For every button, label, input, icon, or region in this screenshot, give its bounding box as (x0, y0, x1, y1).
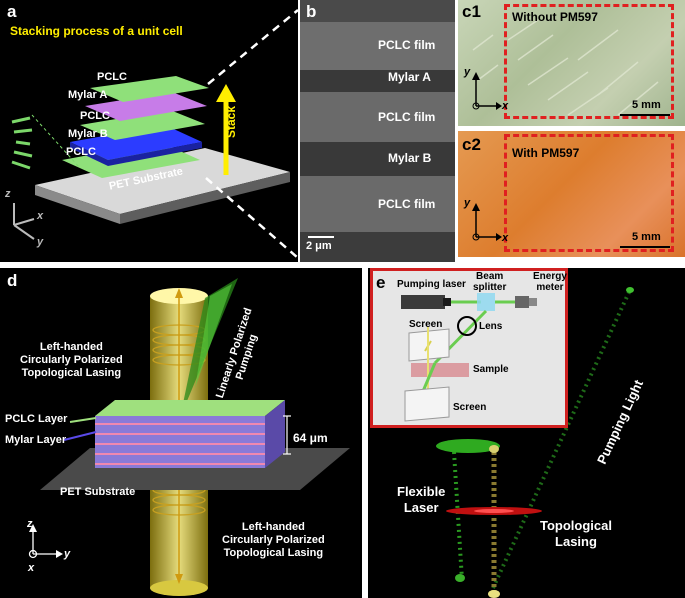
c2-axis-x: x (502, 232, 509, 244)
energy-meter-label: Energy meter (533, 271, 567, 293)
beam-splitter-label: Beam splitter (473, 271, 507, 293)
panel-c1-label: c1 (462, 2, 481, 21)
panel-a: a Stacking process of a unit cell PCLC M… (0, 0, 298, 262)
stack-label: Stack (224, 105, 238, 138)
c2-dashed-box (504, 134, 674, 252)
lens-label: Lens (479, 321, 503, 332)
layer-label-mylar-a: Mylar A (68, 89, 108, 101)
panel-d-axis-z: z (27, 518, 33, 530)
sem-label-pclc-3: PCLC film (378, 197, 436, 211)
layer-label-pclc-3: PCLC (66, 146, 96, 158)
flexible-laser-beam (452, 451, 464, 581)
panel-e: Pumping laser Beam splitter Energy meter… (368, 268, 685, 598)
c1-axis-x: x (502, 100, 509, 112)
c2-axes (472, 203, 502, 241)
bottom-lasing-label: Left-handed Circularly Polarized Topolog… (222, 521, 325, 559)
c2-axis-y: y (464, 197, 471, 209)
c1-scale-label: 5 mm (632, 99, 661, 111)
pumping-laser-icon (401, 295, 445, 309)
setup-inset: Pumping laser Beam splitter Energy meter… (370, 268, 568, 428)
panel-b-scale-bar (308, 236, 334, 238)
panel-b-scale-label: 2 μm (306, 240, 332, 252)
sem-band-pclc-3 (300, 176, 455, 232)
topological-lasing-label: Topological Lasing (540, 518, 612, 549)
layer-pclc-middle (80, 110, 205, 140)
layer-label-pclc-1: PCLC (97, 71, 127, 83)
sem-band-pclc-1 (300, 22, 455, 70)
mylar-layer-label: Mylar Layer (5, 434, 67, 446)
c1-texture (472, 19, 659, 116)
layer-stack (95, 400, 285, 468)
flexible-laser-spot (436, 439, 500, 453)
c1-axis-y: y (464, 66, 471, 78)
setup-diagram (401, 293, 537, 422)
c2-scale-label: 5 mm (632, 231, 661, 243)
sem-band-mylar-b (300, 142, 455, 176)
panel-a-axes (13, 203, 35, 240)
pclc-layer-label: PCLC Layer (5, 413, 68, 425)
sample-label: Sample (473, 364, 509, 375)
panel-d-axis-x: x (28, 562, 35, 574)
c1-scale-bar (620, 114, 670, 116)
helix-icon (11, 116, 33, 170)
c2-scale-bar (620, 246, 670, 248)
panel-a-axis-x: x (37, 210, 44, 222)
panel-a-label: a (7, 2, 17, 21)
panel-d: d Left-handed Circularly Polarized Topol… (0, 268, 362, 598)
panel-d-illustration (28, 278, 350, 596)
panel-e-photo (436, 287, 634, 598)
layer-mylar-a (85, 92, 207, 121)
layer-label-pclc-2: PCLC (80, 110, 110, 122)
sem-label-pclc-2: PCLC film (378, 110, 436, 124)
c2-caption: With PM597 (512, 146, 580, 160)
pumping-laser-label: Pumping laser (397, 279, 466, 290)
pumping-light-beam (491, 289, 632, 589)
c1-dashed-box (504, 4, 674, 119)
sem-label-pclc-1: PCLC film (378, 38, 436, 52)
layer-pclc-top (90, 76, 209, 102)
panel-d-label: d (7, 271, 18, 290)
pet-substrate-d-label: PET Substrate (60, 486, 136, 498)
top-lasing-label: Left-handed Circularly Polarized Topolog… (20, 341, 123, 379)
panel-c2-label: c2 (462, 135, 481, 154)
panel-a-title: Stacking process of a unit cell (10, 24, 183, 38)
panel-a-axis-z: z (5, 188, 11, 200)
thickness-label: 64 μm (293, 431, 328, 445)
energy-meter-icon (515, 296, 529, 308)
panel-b: b PCLC film Mylar A PCLC film Mylar B PC… (300, 0, 455, 262)
screen-bottom-icon (404, 386, 450, 422)
panel-e-label: e (376, 273, 386, 292)
c1-axes (472, 72, 502, 110)
sem-band-pclc-2 (300, 92, 455, 142)
panel-c1: c1 Without PM597 5 mm y x (458, 0, 685, 126)
panel-a-axis-y: y (37, 236, 44, 248)
screen-top-label: Screen (409, 319, 443, 330)
flexible-laser-label: Flexible Laser (397, 484, 446, 515)
panel-d-axis-y: y (64, 548, 71, 560)
layer-label-mylar-b: Mylar B (68, 128, 108, 140)
lens-icon (457, 316, 477, 336)
sample-icon (411, 363, 469, 377)
layer-mylar-b (70, 125, 202, 160)
panel-a-illustration (11, 76, 290, 240)
beam-splitter-icon (477, 293, 495, 311)
screen-bottom-label: Screen (453, 402, 487, 413)
sem-label-mylar-a: Mylar A (388, 70, 431, 84)
panel-d-axes (28, 530, 58, 559)
panel-b-label: b (306, 2, 317, 21)
sem-band-mylar-a (300, 70, 455, 92)
panel-c2: c2 With PM597 5 mm y x (458, 131, 685, 257)
sem-label-mylar-b: Mylar B (388, 151, 432, 165)
c1-caption: Without PM597 (512, 10, 598, 24)
